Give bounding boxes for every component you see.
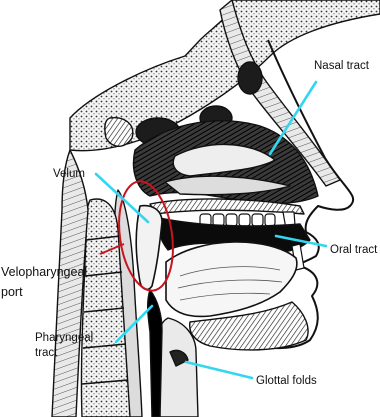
pharyngeal-tract-label-line1: Pharyngeal	[35, 332, 93, 344]
pharyngeal-tract-label-line2: tract	[35, 347, 58, 359]
tongue	[166, 242, 297, 317]
sinus-cavity	[238, 62, 262, 94]
velopharyngeal-port-label-line2: port	[1, 285, 23, 299]
velum-label: Velum	[53, 168, 85, 180]
oral-tract-label: Oral tract	[330, 244, 378, 256]
occipital-bone	[105, 118, 133, 147]
velum-shape	[136, 206, 162, 290]
glottal-folds-label: Glottal folds	[256, 375, 317, 387]
velopharyngeal-port-label-line1: Velopharyngeal	[1, 265, 87, 279]
nasal-tract-label: Nasal tract	[314, 60, 370, 72]
